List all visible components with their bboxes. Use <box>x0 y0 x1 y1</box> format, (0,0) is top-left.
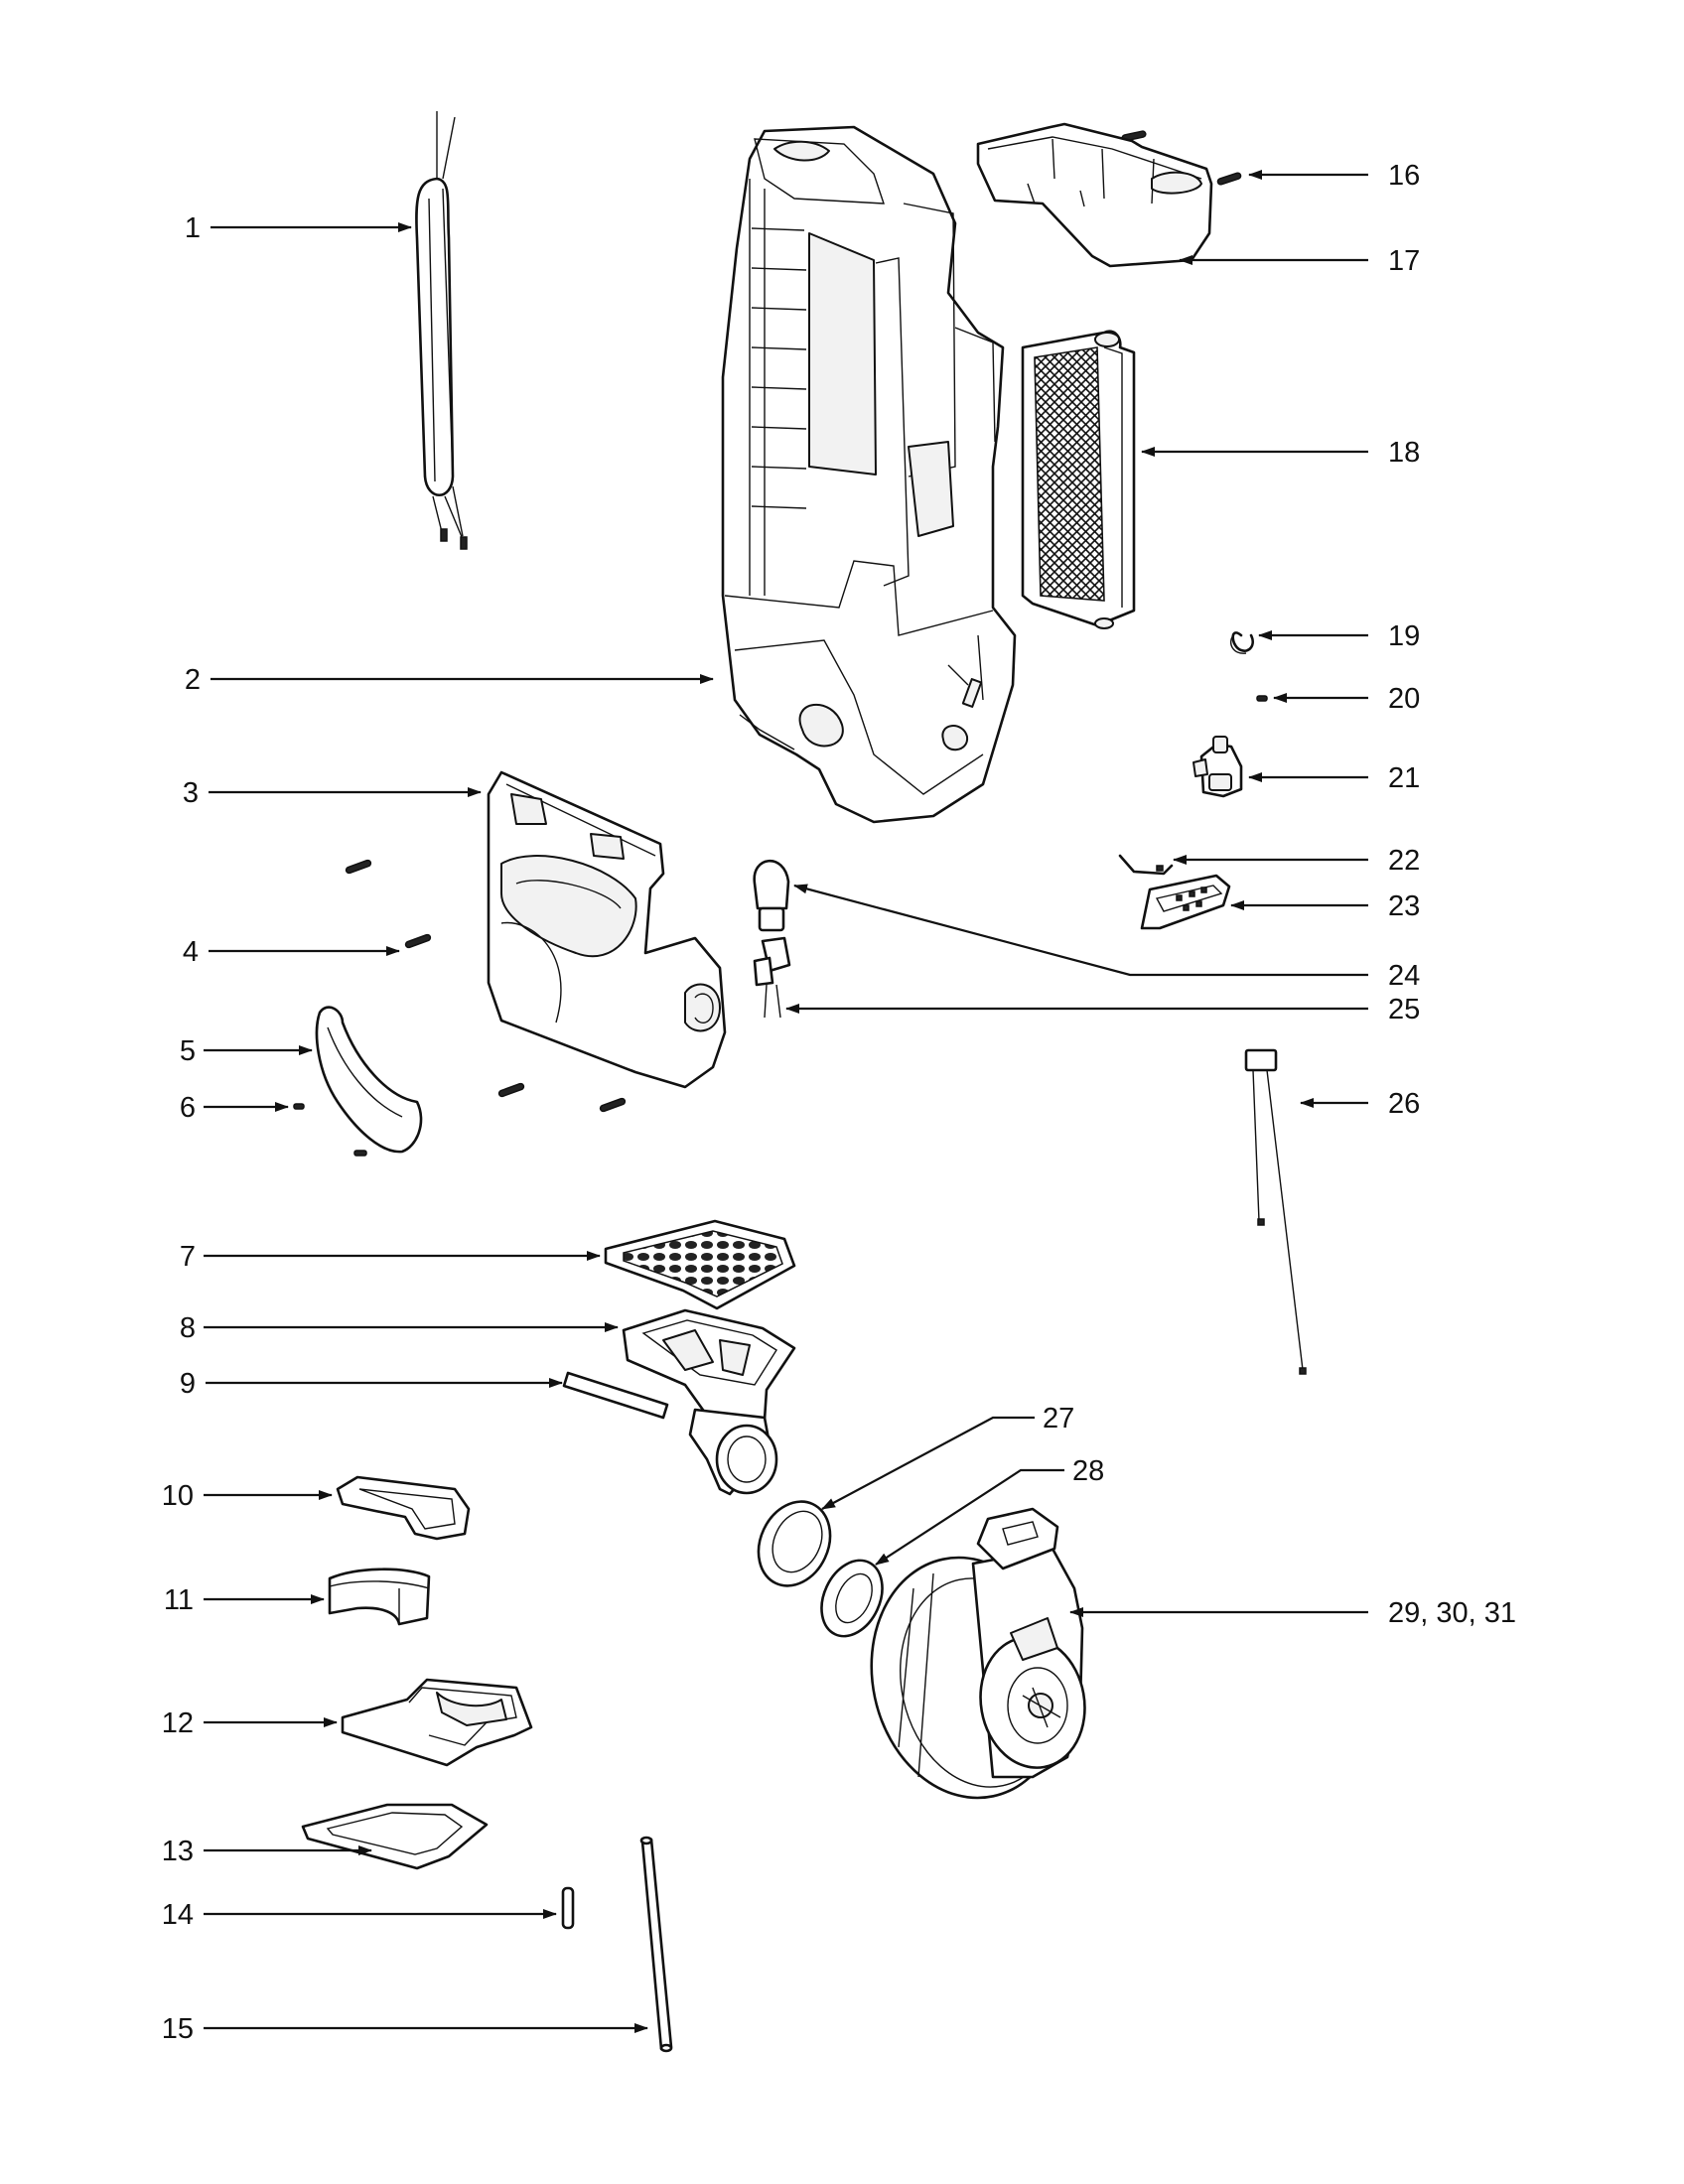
callout-label-24: 24 <box>1388 960 1420 992</box>
callout-label-16: 16 <box>1388 160 1420 192</box>
callout-label-17: 17 <box>1388 245 1420 277</box>
callout-labels: 1 2 3 4 5 6 7 8 9 10 11 12 13 14 15 16 1… <box>162 160 1516 2045</box>
rod-part <box>639 1836 673 2053</box>
cover-panel-part <box>487 770 727 1089</box>
gasket-frame-part <box>301 1803 489 1870</box>
tray-part <box>336 1475 471 1541</box>
callout-label-10: 10 <box>162 1480 194 1512</box>
callout-label-19: 19 <box>1388 620 1420 652</box>
callout-label-25: 25 <box>1388 994 1420 1025</box>
leader-line-27 <box>821 1416 1035 1510</box>
washer-part <box>820 1559 884 1638</box>
bulb-part <box>753 859 790 932</box>
filter-housing-part <box>622 1308 796 1496</box>
callout-label-8: 8 <box>180 1312 196 1344</box>
callout-label-6: 6 <box>180 1092 196 1124</box>
leader-line-24 <box>793 884 1368 977</box>
switch-part <box>1193 736 1243 798</box>
small-pin-part <box>1256 695 1268 702</box>
callout-label-14: 14 <box>162 1899 194 1931</box>
mesh-filter-part <box>604 1219 796 1310</box>
callout-label-18: 18 <box>1388 437 1420 469</box>
callout-label-22: 22 <box>1388 845 1420 877</box>
seal-strip-part <box>562 1371 669 1420</box>
spring-wire-part <box>1118 854 1174 876</box>
e-clip-part <box>1229 631 1254 654</box>
callout-label-23: 23 <box>1388 890 1420 922</box>
cord-part <box>415 111 468 550</box>
callout-label-7: 7 <box>180 1241 196 1273</box>
callout-label-28: 28 <box>1072 1455 1104 1487</box>
leader-lines <box>204 170 1368 2033</box>
callout-label-9: 9 <box>180 1368 196 1400</box>
callout-label-26: 26 <box>1388 1088 1420 1120</box>
callout-label-3: 3 <box>183 777 199 809</box>
callout-label-20: 20 <box>1388 683 1420 715</box>
socket-part <box>753 936 791 1019</box>
callout-label-27: 27 <box>1043 1403 1074 1434</box>
filter-cage-part <box>341 1678 533 1767</box>
leader-line-28 <box>875 1468 1064 1566</box>
callout-label-29-30-31: 29, 30, 31 <box>1388 1597 1516 1629</box>
screws-part <box>345 130 1242 1113</box>
callout-label-13: 13 <box>162 1836 194 1867</box>
callout-label-21: 21 <box>1388 762 1420 794</box>
strap-part <box>1244 1048 1307 1375</box>
callout-label-11: 11 <box>164 1584 194 1616</box>
callout-label-12: 12 <box>162 1707 194 1739</box>
pedal-part <box>1140 874 1231 930</box>
callout-label-15: 15 <box>162 2013 194 2045</box>
foam-filter-part <box>328 1568 431 1626</box>
callout-label-1: 1 <box>185 212 201 244</box>
gasket-ring-part <box>757 1500 832 1587</box>
hepa-filter-part <box>1021 330 1136 629</box>
main-housing-part <box>721 125 1017 824</box>
pin-part <box>561 1886 575 1930</box>
callout-label-5: 5 <box>180 1035 196 1067</box>
handle-bracket-part <box>976 122 1213 268</box>
bumper-clip-part <box>293 1006 423 1157</box>
motor-part <box>870 1507 1086 1800</box>
callout-label-4: 4 <box>183 936 199 968</box>
callout-label-2: 2 <box>185 664 201 696</box>
